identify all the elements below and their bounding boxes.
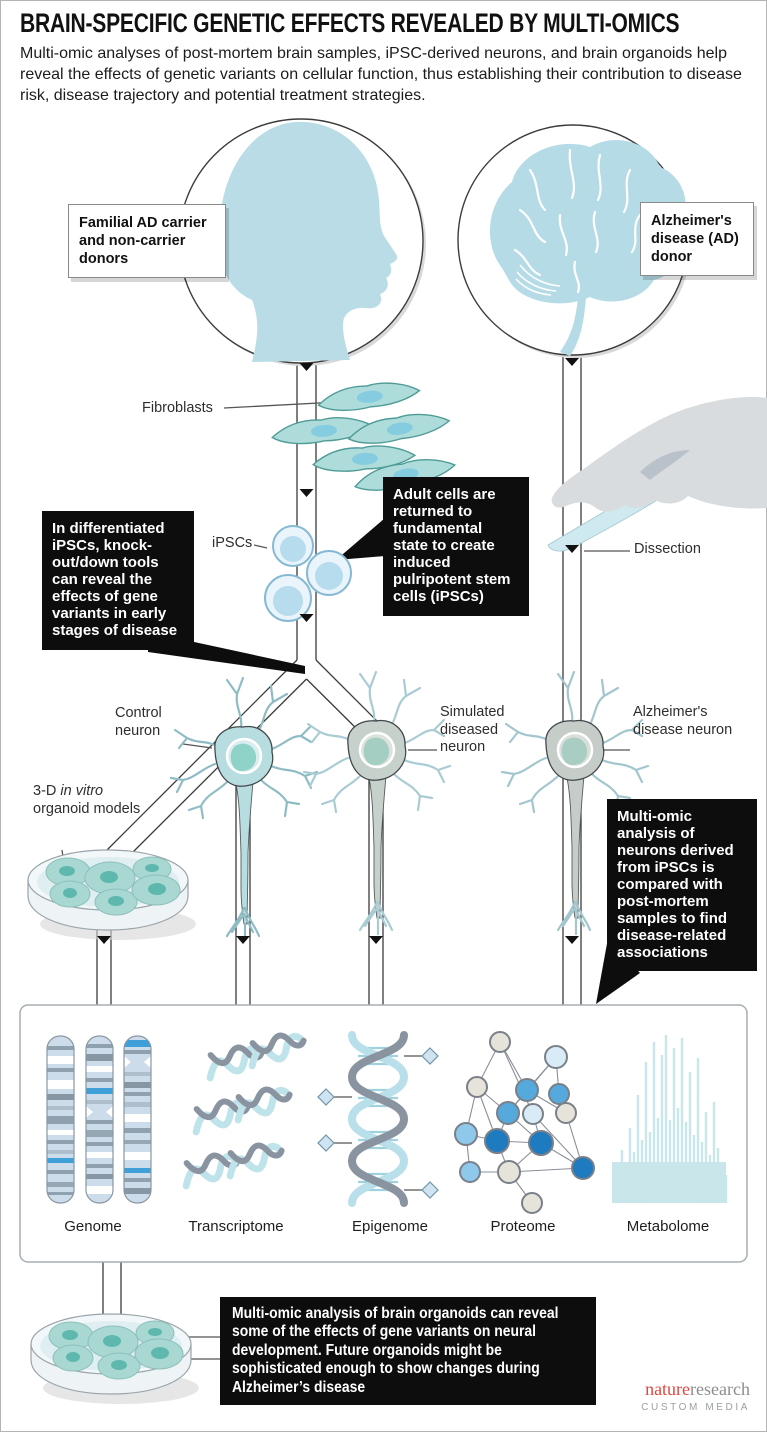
organoid-label-italic: in vitro: [60, 783, 104, 799]
organoid-label-pre: 3-D: [33, 783, 61, 799]
brand-nature: nature: [645, 1379, 691, 1399]
simulated-neuron-icon: [302, 670, 452, 936]
chromosomes-icon: [46, 1035, 152, 1204]
omics-label-epigenome: Epigenome: [352, 1218, 428, 1235]
ipscs-label: iPSCs: [212, 535, 253, 551]
brand-research: research: [690, 1379, 750, 1399]
familial-donor-label: Familial AD carrier and non-carrier dono…: [68, 204, 226, 279]
brain-icon: [489, 139, 686, 356]
simulated-neuron-label: Simulated diseased neuron: [440, 704, 505, 756]
hand-scalpel-icon: [547, 396, 767, 552]
callout-multiomic-neurons: Multi-omic analysis of neurons derived f…: [607, 799, 757, 972]
omics-label-transcriptome: Transcriptome: [188, 1218, 284, 1235]
ad-neuron-label: Alzheimer's disease neuron: [633, 704, 733, 738]
ad-donor-circle: [457, 124, 691, 358]
control-neuron-icon: [169, 676, 319, 942]
dissection-label: Dissection: [634, 541, 701, 557]
organoid-dish-icon: [27, 849, 197, 941]
organoid-label-post: organoid models: [33, 800, 141, 817]
familial-donor-circle: [178, 118, 426, 366]
omics-label-proteome: Proteome: [490, 1218, 556, 1235]
callout-multiomic-organoids: Multi-omic analysis of brain organoids c…: [220, 1297, 596, 1405]
dna-helix-icon: [317, 1031, 439, 1207]
intro-text: Multi-omic analyses of post-mortem brain…: [20, 45, 742, 104]
page-title: BRAIN-SPECIFIC GENETIC EFFECTS REVEALED …: [20, 8, 680, 38]
organoid-models-label: 3-D in vitro organoid models: [33, 783, 145, 818]
callout-organoids-text: Multi-omic analysis of brain organoids c…: [232, 1305, 559, 1396]
control-neuron-label: Control neuron: [115, 705, 162, 739]
spectrum-icon: [612, 1035, 728, 1203]
fibroblasts-label: Fibroblasts: [142, 400, 213, 416]
brand-logo: natureresearch CUSTOM MEDIA: [590, 1379, 766, 1413]
brand-custom-media: CUSTOM MEDIA: [641, 1402, 750, 1413]
omics-label-metabolome: Metabolome: [626, 1218, 710, 1235]
callout-adult-cells: Adult cells are returned to fundamental …: [383, 477, 529, 616]
omics-label-genome: Genome: [64, 1218, 122, 1235]
head-silhouette-icon: [219, 121, 398, 362]
organoid-dish-bottom-icon: [30, 1313, 200, 1405]
ipsc-cells-icon: [264, 525, 352, 622]
methyl-diamond-icons: [317, 1047, 439, 1199]
callout-knockout: In differentiated iPSCs, knock-out/down …: [42, 511, 194, 650]
protein-network-icon: [454, 1031, 595, 1214]
ad-donor-label: Alzheimer's disease (AD) donor: [640, 202, 754, 277]
